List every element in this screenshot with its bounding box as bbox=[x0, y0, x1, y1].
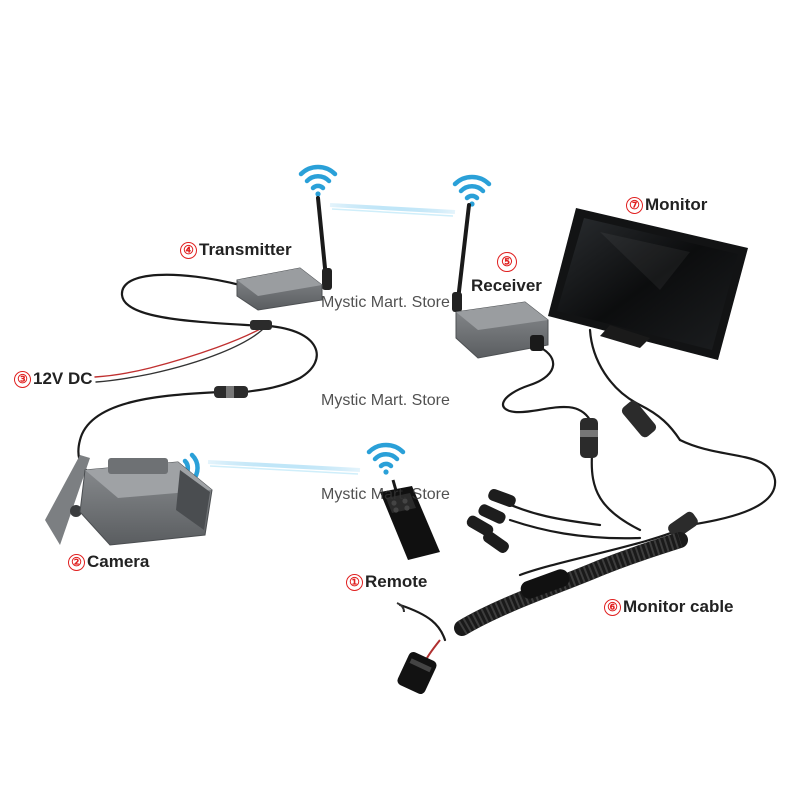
label-receiver: Receiver bbox=[471, 276, 542, 296]
component-name: Transmitter bbox=[199, 240, 292, 259]
watermark: Mystic Mart. Store bbox=[321, 486, 450, 503]
label-remote: ① Remote bbox=[346, 572, 427, 592]
label-transmitter: ④ Transmitter bbox=[180, 240, 292, 260]
receiver-device bbox=[452, 203, 549, 359]
number-circle: ④ bbox=[180, 241, 197, 259]
number-circle: ⑦ bbox=[626, 196, 643, 214]
component-name: Remote bbox=[365, 572, 428, 591]
watermark: Mystic Mart. Store bbox=[321, 294, 450, 311]
number-circle: ⑤ bbox=[497, 252, 517, 272]
monitor-device bbox=[548, 208, 748, 360]
inline-connectors bbox=[214, 320, 698, 539]
power-plug bbox=[396, 602, 441, 695]
label-monitor: ⑦ Monitor bbox=[626, 195, 707, 215]
wifi-icon bbox=[452, 174, 492, 207]
label-receiver-number: ⑤ bbox=[497, 252, 519, 272]
transmitter-device bbox=[236, 196, 332, 311]
wireless-beam-transmitter-receiver bbox=[329, 203, 456, 217]
remote-device bbox=[380, 479, 440, 560]
aviation-connectors bbox=[466, 488, 516, 553]
component-name: 12V DC bbox=[33, 369, 93, 388]
number-circle: ① bbox=[346, 573, 363, 591]
wifi-icon bbox=[298, 164, 338, 197]
label-monitor-cable: ⑥ Monitor cable bbox=[604, 597, 734, 617]
number-circle: ⑥ bbox=[604, 598, 621, 616]
label-12v-dc: ③ 12V DC bbox=[14, 369, 93, 389]
label-camera: ② Camera bbox=[68, 552, 149, 572]
coiled-cable bbox=[454, 532, 688, 636]
wireless-beam-camera-remote bbox=[207, 460, 361, 475]
component-name: Receiver bbox=[471, 276, 542, 295]
number-circle: ③ bbox=[14, 370, 31, 388]
camera-device bbox=[45, 455, 213, 546]
watermark: Mystic Mart. Store bbox=[321, 392, 450, 409]
component-name: Monitor cable bbox=[623, 597, 734, 616]
wifi-icon bbox=[366, 442, 406, 475]
component-name: Camera bbox=[87, 552, 150, 571]
component-name: Monitor bbox=[645, 195, 708, 214]
number-circle: ② bbox=[68, 553, 85, 571]
